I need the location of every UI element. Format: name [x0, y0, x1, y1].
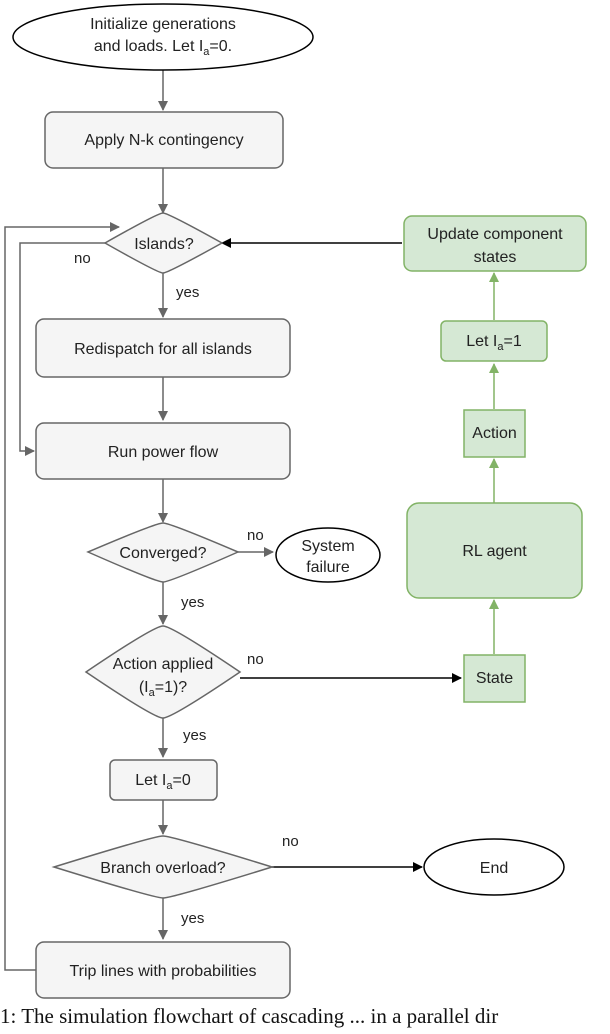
node-rl-agent: RL agent	[406, 502, 583, 599]
arrow-trip-loop-to-islands	[4, 222, 120, 971]
action-applied-subscript: a	[149, 687, 156, 699]
node-let-ia1: Let Ia=1	[440, 320, 548, 362]
edge-label-islands-yes: yes	[176, 284, 199, 301]
edge-label-islands-no: no	[74, 250, 91, 267]
let-ia1-pre: Let I	[466, 333, 497, 350]
node-action: Action	[463, 409, 526, 458]
init-line1: Initialize generations	[90, 16, 236, 33]
edge-label-action-no: no	[247, 651, 264, 668]
rl-agent-label: RL agent	[462, 543, 527, 560]
node-initialize: Initialize generations and loads. Let Ia…	[12, 3, 314, 71]
edge-label-overload-no: no	[282, 833, 299, 850]
black-connectors	[221, 238, 462, 872]
trip-lines-label: Trip lines with probabilities	[69, 963, 256, 980]
contingency-label: Apply N-k contingency	[84, 132, 243, 149]
init-line2: and loads. Let I	[94, 38, 203, 55]
action-applied-line2-post: =1)?	[155, 679, 188, 696]
islands-label: Islands?	[134, 236, 194, 253]
let-ia1-post: =1	[504, 333, 522, 350]
figure-caption: 1: The simulation flowchart of cascading…	[0, 1004, 499, 1028]
state-label: State	[476, 670, 513, 687]
node-state: State	[463, 654, 526, 703]
update-line2: states	[474, 249, 517, 266]
node-powerflow: Run power flow	[35, 422, 291, 480]
edge-label-overload-yes: yes	[181, 910, 204, 927]
let-ia0-subscript: a	[166, 780, 173, 792]
edge-label-converged-no: no	[247, 527, 264, 544]
svg-text:and loads. Let Ia=0.: and loads. Let Ia=0.	[94, 38, 232, 58]
node-let-ia0: Let Ia=0	[109, 759, 218, 801]
svg-text:Let Ia=0: Let Ia=0	[135, 772, 191, 792]
init-subscript: a	[203, 46, 210, 58]
node-end: End	[423, 838, 565, 896]
node-update-states: Update component states	[403, 215, 587, 272]
node-converged: Converged?	[86, 522, 240, 583]
branch-overload-label: Branch overload?	[100, 860, 226, 877]
node-islands: Islands?	[103, 212, 224, 274]
arrow-islands-no-to-powerflow	[19, 242, 108, 456]
failure-line2: failure	[306, 559, 350, 576]
node-system-failure: System failure	[275, 527, 381, 583]
end-label: End	[480, 860, 508, 877]
node-redispatch: Redispatch for all islands	[35, 318, 291, 378]
svg-text:(Ia=1)?: (Ia=1)?	[139, 679, 187, 699]
node-trip-lines: Trip lines with probabilities	[35, 941, 291, 999]
edge-label-converged-yes: yes	[181, 594, 204, 611]
redispatch-label: Redispatch for all islands	[74, 341, 252, 358]
update-line1: Update component	[427, 226, 563, 243]
node-action-applied: Action applied (Ia=1)?	[84, 625, 242, 719]
node-branch-overload: Branch overload?	[51, 835, 275, 899]
edge-label-action-yes: yes	[183, 727, 206, 744]
action-applied-line2-pre: (I	[139, 679, 149, 696]
action-label: Action	[472, 425, 516, 442]
failure-line1: System	[301, 538, 354, 555]
action-applied-line1: Action applied	[113, 656, 214, 673]
let-ia0-pre: Let I	[135, 772, 166, 789]
main-flow-connectors	[4, 70, 274, 971]
let-ia1-subscript: a	[497, 341, 504, 353]
node-contingency: Apply N-k contingency	[44, 111, 284, 169]
svg-text:Let Ia=1: Let Ia=1	[466, 333, 522, 353]
powerflow-label: Run power flow	[108, 444, 219, 461]
init-line2-end: =0.	[209, 38, 232, 55]
let-ia0-post: =0	[173, 772, 191, 789]
converged-label: Converged?	[119, 545, 206, 562]
